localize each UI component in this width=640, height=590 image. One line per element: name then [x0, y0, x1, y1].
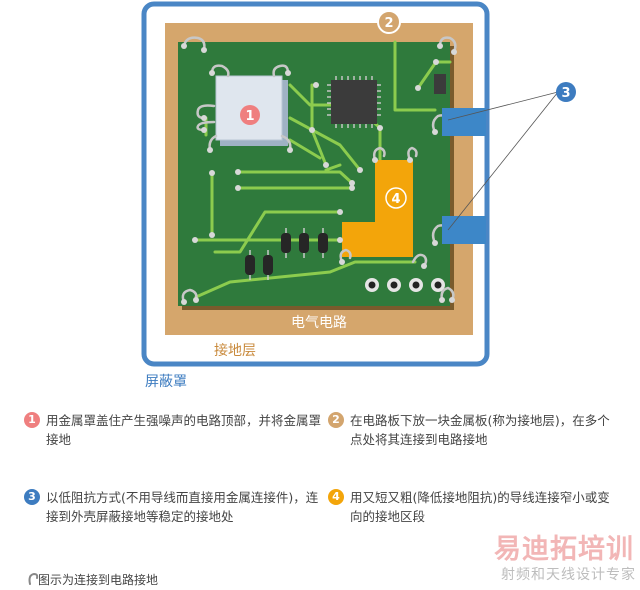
ic-chip [327, 76, 381, 128]
note-2: 2 在电路板下放一块金属板(称为接地层)，在多个点处将其连接到电路接地 [328, 411, 618, 449]
note-3: 3 以低阻抗方式(不用导线而直接用金属连接件)，连接到外壳屏蔽接地等稳定的接地处 [24, 488, 324, 526]
ground-layer-label: 接地层 [214, 342, 256, 359]
badge-1: 1 [240, 105, 260, 125]
shielding-diagram: 1 2 3 4 电气电路 接地层 屏蔽罩 [141, 1, 576, 390]
watermark-sub: 射频和天线设计专家 [501, 567, 636, 583]
metal-cap [215, 75, 283, 141]
badge-4: 4 [385, 187, 407, 209]
note-3-text: 以低阻抗方式(不用导线而直接用金属连接件)，连接到外壳屏蔽接地等稳定的接地处 [46, 490, 319, 524]
callout-lines [447, 91, 559, 231]
shield-tab-upper [442, 108, 486, 136]
note-2-badge: 2 [328, 412, 344, 428]
note-4-badge: 4 [328, 489, 344, 505]
ground-wire-dots [181, 43, 457, 305]
shield-tab-lower [442, 216, 486, 244]
wide-ground-trace [342, 160, 413, 257]
shield-label: 屏蔽罩 [145, 374, 187, 390]
note-1-text: 用金属罩盖住产生强噪声的电路顶部，并将金属罩接地 [46, 413, 322, 447]
note-1: 1 用金属罩盖住产生强噪声的电路顶部，并将金属罩接地 [24, 411, 324, 449]
note-4: 4 用又短又粗(降低接地阻抗)的导线连接窄小或变向的接地区段 [328, 488, 618, 526]
note-1-badge: 1 [24, 412, 40, 428]
badge-4-text: 4 [391, 192, 400, 207]
small-component [434, 74, 446, 94]
circuit-label: 电气电路 [291, 315, 347, 331]
badge-2: 2 [377, 10, 401, 34]
note-4-text: 用又短又粗(降低接地阻抗)的导线连接窄小或变向的接地区段 [350, 490, 610, 524]
badge-1-text: 1 [245, 109, 254, 124]
watermark: 易迪拓培训 射频和天线设计专家 [470, 534, 640, 584]
resistor-bodies [245, 233, 328, 275]
connector-pins [365, 278, 445, 292]
badge-3-text: 3 [561, 86, 570, 101]
note-3-badge: 3 [24, 489, 40, 505]
badge-3: 3 [556, 82, 576, 102]
badge-2-text: 2 [384, 16, 393, 31]
watermark-main: 易迪拓培训 [494, 534, 634, 565]
note-2-text: 在电路板下放一块金属板(称为接地层)，在多个点处将其连接到电路接地 [350, 413, 610, 447]
legend-text: 图示为连接到电路接地 [38, 573, 159, 587]
legend: 图示为连接到电路接地 [28, 571, 159, 588]
ground-wire-icon [28, 572, 39, 585]
